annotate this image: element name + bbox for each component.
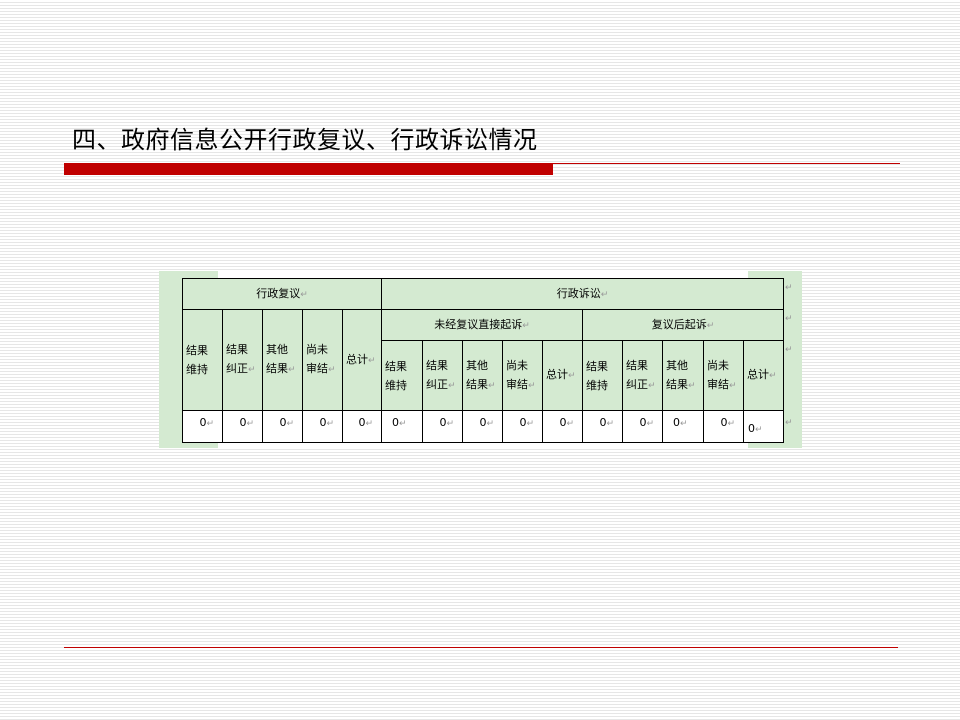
value-cell: 0↵	[743, 410, 784, 443]
value-cell: 0↵	[582, 410, 623, 443]
row-end-mark: ↵	[785, 314, 793, 324]
value-cell: 0↵	[222, 410, 263, 443]
row-end-mark: ↵	[785, 418, 793, 428]
value-cell: 0↵	[502, 410, 543, 443]
sub-header-direct-suit: 未经复议直接起诉↵	[381, 309, 583, 341]
slide-title: 四、政府信息公开行政复议、行政诉讼情况	[72, 126, 538, 154]
group-header-admin-review: 行政复议↵	[182, 278, 382, 310]
sub-header-suit-after-review: 复议后起诉↵	[582, 309, 784, 341]
value-cell: 0↵	[462, 410, 503, 443]
value-cell: 0↵	[422, 410, 463, 443]
col-label-total: 总计↵	[542, 340, 583, 411]
value-cell: 0↵	[182, 410, 223, 443]
title-accent-bar	[64, 164, 553, 175]
title-underline	[64, 163, 900, 164]
col-label: 结果维持	[582, 340, 623, 411]
row-end-mark: ↵	[785, 283, 793, 293]
col-label: 尚未审结↵	[502, 340, 543, 411]
col-label: 结果维持	[182, 309, 223, 411]
col-label: 其他结果↵	[262, 309, 303, 411]
col-label: 结果维持	[381, 340, 423, 411]
col-label: 尚未审结↵	[302, 309, 343, 411]
value-cell: 0↵	[542, 410, 583, 443]
row-end-mark: ↵	[785, 345, 793, 355]
value-row: 0↵ 0↵ 0↵ 0↵ 0↵ 0↵ 0↵ 0↵ 0↵ 0↵ 0↵ 0↵ 0↵ 0…	[182, 410, 784, 443]
col-label-total: 总计↵	[743, 340, 784, 411]
value-cell: 0↵	[262, 410, 303, 443]
col-label-total: 总计↵	[342, 309, 382, 411]
value-cell: 0↵	[381, 410, 423, 443]
value-cell: 0↵	[302, 410, 343, 443]
col-label: 结果纠正↵	[622, 340, 663, 411]
value-cell: 0↵	[662, 410, 704, 443]
value-cell: 0↵	[342, 410, 382, 443]
value-cell: 0↵	[703, 410, 744, 443]
disclosure-review-litigation-table: 行政复议↵ 行政诉讼↵ 结果维持 结果纠正↵ 其他结果↵ 尚未审结↵ 总计↵ 未…	[182, 278, 784, 443]
col-label: 结果纠正↵	[222, 309, 263, 411]
column-label-row: 结果维持 结果纠正↵ 其他结果↵ 尚未审结↵ 总计↵ 结果维持 结果纠正↵ 其他…	[183, 340, 784, 411]
col-label: 尚未审结↵	[703, 340, 744, 411]
col-label: 其他结果↵	[662, 340, 704, 411]
group-header-row: 行政复议↵ 行政诉讼↵	[182, 278, 784, 310]
value-cell: 0↵	[622, 410, 663, 443]
group-header-admin-litigation: 行政诉讼↵	[381, 278, 784, 310]
col-label: 其他结果↵	[462, 340, 503, 411]
col-label: 结果纠正↵	[422, 340, 463, 411]
sub-header-row: 结果维持 结果纠正↵ 其他结果↵ 尚未审结↵ 总计↵ 未经复议直接起诉↵ 复议后…	[182, 309, 784, 411]
footer-rule	[64, 647, 898, 648]
